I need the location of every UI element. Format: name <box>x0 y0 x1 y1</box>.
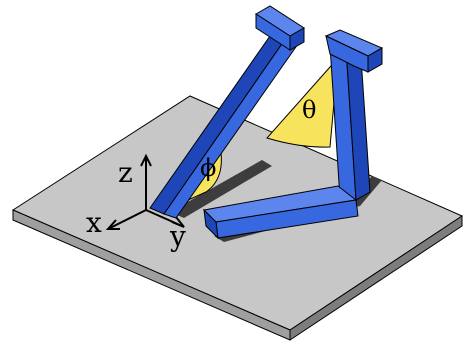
right-bar-base-end <box>203 208 219 240</box>
left-bar-cap-side <box>289 27 305 51</box>
y-axis-label: y <box>169 220 186 253</box>
phi-label: ϕ <box>200 154 216 182</box>
z-axis-arrowhead <box>140 153 152 167</box>
right-bent-bar <box>202 29 384 240</box>
x-axis-arrowhead <box>105 219 120 230</box>
coordinate-axes <box>105 153 185 230</box>
y-axis-arrowhead <box>171 216 185 228</box>
right-bar-cap-side <box>367 47 383 73</box>
theta-angle-wedge <box>266 56 339 148</box>
shadow-left-bar <box>170 160 272 218</box>
x-axis <box>109 209 147 229</box>
theta-label: θ <box>302 96 316 124</box>
left-tilted-bar <box>149 5 305 219</box>
x-axis-label: x <box>86 206 102 239</box>
z-axis-label: z <box>118 156 133 189</box>
plate-side-face <box>289 215 463 341</box>
